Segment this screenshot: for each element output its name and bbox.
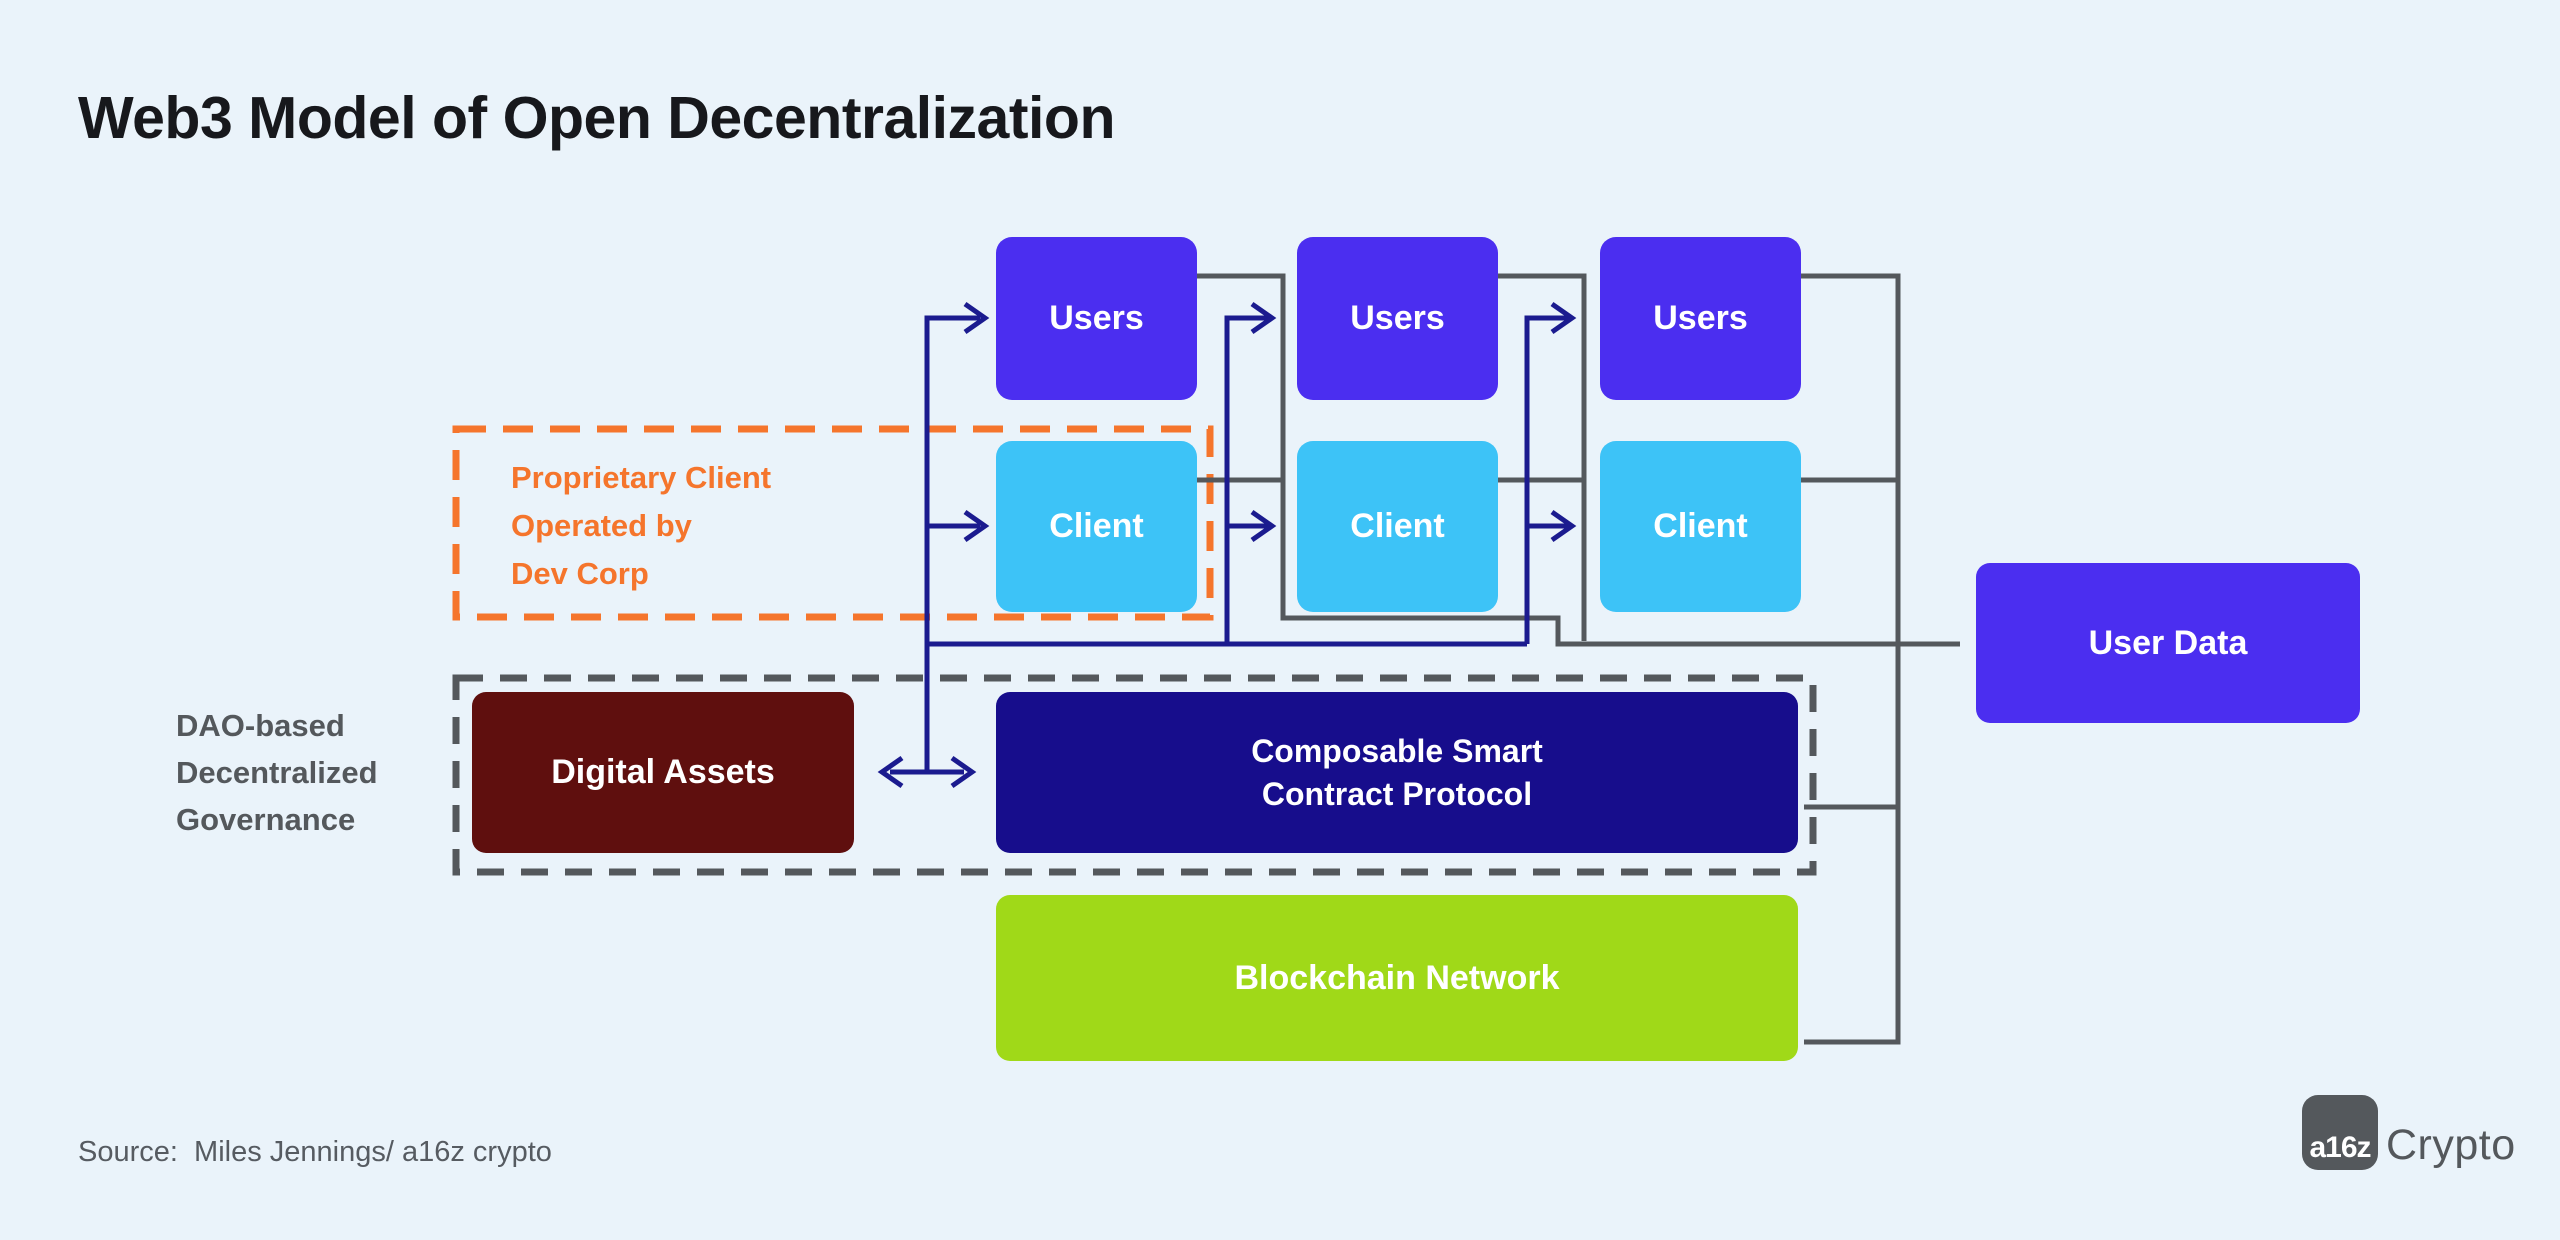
- users-box-2: Users: [1297, 237, 1498, 400]
- protocol-label-line2: Contract Protocol: [1261, 775, 1533, 812]
- users-box-1: Users: [996, 237, 1197, 400]
- client-box-3: Client: [1600, 441, 1801, 612]
- arrowhead-client-1: [963, 509, 990, 543]
- a16z-logo-badge: a16z: [2302, 1095, 2378, 1170]
- arrowhead-users-1: [963, 301, 990, 335]
- blockchain-network-box: Blockchain Network: [996, 895, 1798, 1061]
- proprietary-annotation-line3: Dev Corp: [511, 556, 649, 591]
- protocol-label-line1: Composable Smart: [1251, 732, 1543, 769]
- users-box-3: Users: [1600, 237, 1801, 400]
- digital-assets-box: Digital Assets: [472, 692, 854, 853]
- arrowhead-client-2: [1250, 509, 1277, 543]
- smart-contract-protocol-box: Composable Smart Contract Protocol: [996, 692, 1798, 853]
- source-attribution: Source: Miles Jennings/ a16z crypto: [78, 1136, 552, 1168]
- arrowhead-users-3: [1550, 301, 1577, 335]
- dao-annotation-line2: Decentralized: [176, 755, 378, 790]
- page-title: Web3 Model of Open Decentralization: [78, 85, 1115, 151]
- proprietary-annotation-line2: Operated by: [511, 508, 692, 543]
- client-box-2: Client: [1297, 441, 1498, 612]
- proprietary-client-annotation: Proprietary Client Operated by Dev Corp: [511, 454, 771, 598]
- a16z-logo-badge-text: a16z: [2309, 1131, 2371, 1164]
- dao-annotation-line3: Governance: [176, 802, 356, 837]
- dao-governance-annotation: DAO-based Decentralized Governance: [176, 702, 378, 843]
- dao-annotation-line1: DAO-based: [176, 708, 345, 743]
- arrowhead-users-2: [1250, 301, 1277, 335]
- arrowhead-client-3: [1550, 509, 1577, 543]
- a16z-logo-wordmark: Crypto: [2386, 1121, 2516, 1169]
- proprietary-annotation-line1: Proprietary Client: [511, 460, 772, 495]
- user-data-box: User Data: [1976, 563, 2360, 723]
- arrowhead-digital-assets: [877, 755, 904, 789]
- arrowhead-protocol: [950, 755, 977, 789]
- client-box-1: Client: [996, 441, 1197, 612]
